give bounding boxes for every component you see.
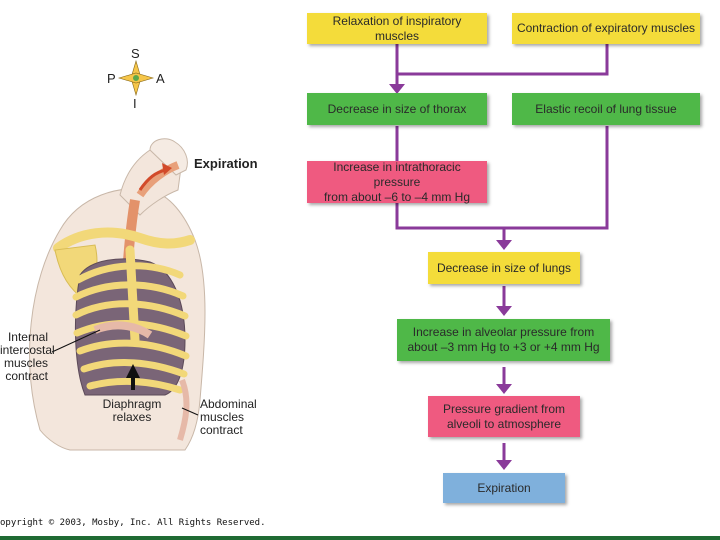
decrease-thorax-text: Decrease in size of thorax <box>327 101 467 116</box>
diaphragm-line-1: Diaphragm <box>102 397 162 411</box>
alveolar-line-1: Increase in alveolar pressure from <box>412 325 595 339</box>
arrowhead-lungs <box>496 240 512 250</box>
gradient-line-2: alveoli to atmosphere <box>446 416 562 431</box>
compass-a: A <box>156 71 165 86</box>
decrease-lungs-text: Decrease in size of lungs <box>436 260 572 275</box>
gradient-box: Pressure gradient from alveoli to atmosp… <box>428 396 580 437</box>
alveolar-box: Increase in alveolar pressure from about… <box>397 319 610 361</box>
decrease-lungs-box: Decrease in size of lungs <box>428 252 580 284</box>
contraction-text: Contraction of expiratory muscles <box>516 21 696 35</box>
compass-p: P <box>107 71 116 86</box>
diaphragm-line-2: relaxes <box>112 410 152 424</box>
intercostal-line-2: intercostal <box>0 343 55 357</box>
relaxation-text: Relaxation of inspiratory muscles <box>332 13 462 43</box>
compass-s: S <box>131 46 140 61</box>
abdominal-label: Abdominal muscles contract <box>200 398 257 437</box>
diaphragm-arrow-head <box>126 364 140 378</box>
relaxation-box: Relaxation of inspiratory muscles <box>307 13 487 44</box>
elastic-recoil-text: Elastic recoil of lung tissue <box>535 101 677 116</box>
abdominal-line-3: contract <box>200 423 243 437</box>
intercostal-muscles <box>93 321 153 339</box>
intrathoracic-line-2: from about –6 to –4 mm Hg <box>323 189 471 204</box>
trachea-upper <box>136 161 180 198</box>
clavicle <box>53 227 195 253</box>
gradient-line-1: Pressure gradient from <box>442 401 566 416</box>
decrease-thorax-box: Decrease in size of thorax <box>307 93 487 125</box>
arrowhead-thorax <box>389 84 405 94</box>
expiration-arrow-head <box>162 163 172 175</box>
intercostal-leader <box>51 329 101 353</box>
ribs <box>72 262 190 394</box>
expiration-box: Expiration <box>443 473 565 503</box>
intercostal-label: Internal intercostal muscles contract <box>0 330 55 383</box>
alveolar-line-2: about –3 mm Hg to +3 or +4 mm Hg <box>407 340 600 354</box>
expiration-text: Expiration <box>477 480 531 495</box>
anatomy-illustration <box>29 59 206 451</box>
intrathoracic-box: Increase in intrathoracic pressure from … <box>307 159 487 204</box>
compass-i: I <box>133 96 137 111</box>
abdominal-line-2: muscles <box>200 410 245 424</box>
abdominal-leader <box>181 407 199 416</box>
diaphragm-arrow-shaft <box>131 376 135 390</box>
intercostal-line-1: Internal <box>7 330 48 344</box>
bottom-rule <box>0 536 720 540</box>
intercostal-line-3: muscles <box>3 356 48 370</box>
copyright-text: opyright © 2003, Mosby, Inc. All Rights … <box>0 518 266 528</box>
diaphragm-label: Diaphragm relaxes <box>100 398 164 424</box>
intrathoracic-line-1: Increase in intrathoracic pressure <box>333 159 461 189</box>
arrowhead-expiration <box>496 460 512 470</box>
arrowhead-alveolar <box>496 306 512 316</box>
compass-icon <box>117 59 155 97</box>
arrowhead-gradient <box>496 384 512 394</box>
elastic-recoil-box: Elastic recoil of lung tissue <box>512 93 700 125</box>
expiration-figure-label: Expiration <box>194 156 258 171</box>
intercostal-line-4: contract <box>5 369 48 383</box>
contraction-box: Contraction of expiratory muscles <box>512 13 700 44</box>
abdominal-line-1: Abdominal <box>200 397 257 411</box>
